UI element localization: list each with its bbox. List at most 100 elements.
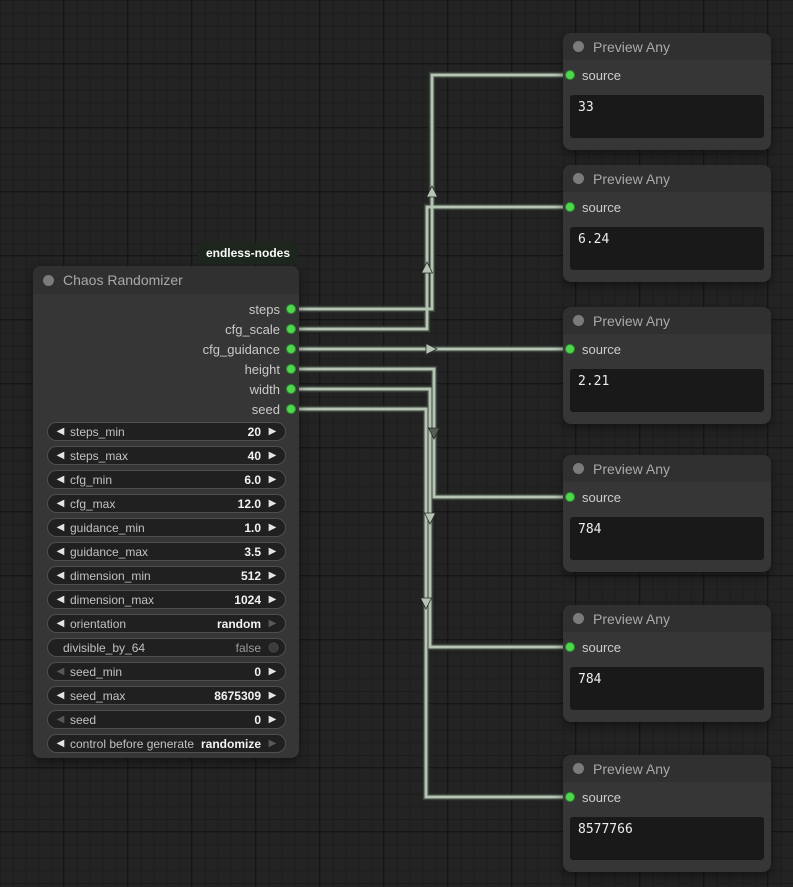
collapse-dot-icon[interactable] — [573, 463, 584, 474]
increment-arrow-icon[interactable]: ▶ — [268, 593, 277, 605]
decrement-arrow-icon[interactable]: ◀ — [56, 593, 65, 605]
input-slot-row: source — [563, 64, 771, 86]
decrement-arrow-icon[interactable]: ◀ — [56, 569, 65, 581]
preview-node-titlebar[interactable]: Preview Any — [563, 165, 771, 192]
preview-node-titlebar[interactable]: Preview Any — [563, 755, 771, 782]
output-slot-icon[interactable] — [286, 384, 296, 394]
widget-guidance_max[interactable]: ◀ guidance_max 3.5 ▶ — [47, 542, 286, 561]
increment-arrow-icon[interactable]: ▶ — [268, 737, 277, 749]
collapse-dot-icon[interactable] — [43, 274, 54, 286]
input-slot-icon[interactable] — [565, 642, 575, 652]
preview-any-node: Preview Any source 33 — [563, 33, 771, 150]
output-slot-label: seed — [251, 401, 280, 417]
preview-node-titlebar[interactable]: Preview Any — [563, 33, 771, 60]
widget-label: dimension_min — [70, 568, 151, 583]
input-slot-icon[interactable] — [565, 202, 575, 212]
decrement-arrow-icon[interactable]: ◀ — [56, 689, 65, 701]
input-slot-icon[interactable] — [565, 344, 575, 354]
output-slot-icon[interactable] — [286, 344, 296, 354]
widget-value: 12.0 — [237, 496, 261, 511]
preview-value-text[interactable]: 784 — [570, 517, 764, 560]
decrement-arrow-icon[interactable]: ◀ — [56, 521, 65, 533]
input-slot-icon[interactable] — [565, 792, 575, 802]
preview-node-titlebar[interactable]: Preview Any — [563, 455, 771, 482]
output-slot-label: steps — [248, 301, 280, 317]
collapse-dot-icon[interactable] — [573, 763, 584, 774]
decrement-arrow-icon[interactable]: ◀ — [56, 737, 65, 749]
widget-value: 6.0 — [244, 472, 261, 487]
decrement-arrow-icon[interactable]: ◀ — [56, 449, 65, 461]
preview-node-titlebar[interactable]: Preview Any — [563, 307, 771, 334]
preview-node-titlebar[interactable]: Preview Any — [563, 605, 771, 632]
output-slot-icon[interactable] — [286, 324, 296, 334]
preview-any-node: Preview Any source 8577766 — [563, 755, 771, 872]
increment-arrow-icon[interactable]: ▶ — [268, 473, 277, 485]
preview-value-text[interactable]: 33 — [570, 95, 764, 138]
decrement-arrow-icon[interactable]: ◀ — [56, 713, 65, 725]
widget-label: guidance_max — [70, 544, 149, 559]
input-slot-row: source — [563, 338, 771, 360]
input-slot-label: source — [582, 789, 622, 805]
output-slot-row: seed — [33, 399, 299, 419]
preview-value-text[interactable]: 2.21 — [570, 369, 764, 412]
toggle-knob-icon[interactable] — [267, 641, 280, 654]
output-slot-row: cfg_guidance — [33, 339, 299, 359]
increment-arrow-icon[interactable]: ▶ — [268, 521, 277, 533]
decrement-arrow-icon[interactable]: ◀ — [56, 617, 65, 629]
widget-value: random — [216, 616, 261, 631]
increment-arrow-icon[interactable]: ▶ — [268, 425, 277, 437]
widget-label: guidance_min — [70, 520, 145, 535]
widget-label: seed_max — [70, 688, 126, 703]
decrement-arrow-icon[interactable]: ◀ — [56, 425, 65, 437]
decrement-arrow-icon[interactable]: ◀ — [56, 545, 65, 557]
decrement-arrow-icon[interactable]: ◀ — [56, 497, 65, 509]
increment-arrow-icon[interactable]: ▶ — [268, 713, 277, 725]
output-slot-label: height — [244, 361, 280, 377]
increment-arrow-icon[interactable]: ▶ — [268, 545, 277, 557]
increment-arrow-icon[interactable]: ▶ — [268, 569, 277, 581]
collapse-dot-icon[interactable] — [573, 315, 584, 326]
collapse-dot-icon[interactable] — [573, 173, 584, 184]
input-slot-icon[interactable] — [565, 492, 575, 502]
increment-arrow-icon[interactable]: ▶ — [268, 497, 277, 509]
widget-value: randomize — [200, 736, 261, 751]
node-title: Preview Any — [593, 170, 671, 187]
preview-value-text[interactable]: 6.24 — [570, 227, 764, 270]
chaos-randomizer-node: Chaos Randomizer steps cfg_scale cfg_guida… — [33, 266, 299, 758]
preview-value-text[interactable]: 8577766 — [570, 817, 764, 860]
input-slot-icon[interactable] — [565, 70, 575, 80]
output-slot-row: cfg_scale — [33, 319, 299, 339]
increment-arrow-icon[interactable]: ▶ — [268, 449, 277, 461]
widget-value: 1024 — [234, 592, 261, 607]
output-slot-icon[interactable] — [286, 304, 296, 314]
increment-arrow-icon[interactable]: ▶ — [268, 689, 277, 701]
decrement-arrow-icon[interactable]: ◀ — [56, 665, 65, 677]
increment-arrow-icon[interactable]: ▶ — [268, 617, 277, 629]
output-slot-icon[interactable] — [286, 364, 296, 374]
widget-value: 3.5 — [244, 544, 261, 559]
input-slot-row: source — [563, 636, 771, 658]
increment-arrow-icon[interactable]: ▶ — [268, 665, 277, 677]
widget-label: seed — [70, 712, 97, 727]
output-slot-label: cfg_guidance — [202, 341, 280, 357]
collapse-dot-icon[interactable] — [573, 41, 584, 52]
chaos-node-titlebar[interactable]: Chaos Randomizer — [33, 266, 299, 294]
collapse-dot-icon[interactable] — [573, 613, 584, 624]
output-slot-icon[interactable] — [286, 404, 296, 414]
decrement-arrow-icon[interactable]: ◀ — [56, 473, 65, 485]
preview-value-text[interactable]: 784 — [570, 667, 764, 710]
